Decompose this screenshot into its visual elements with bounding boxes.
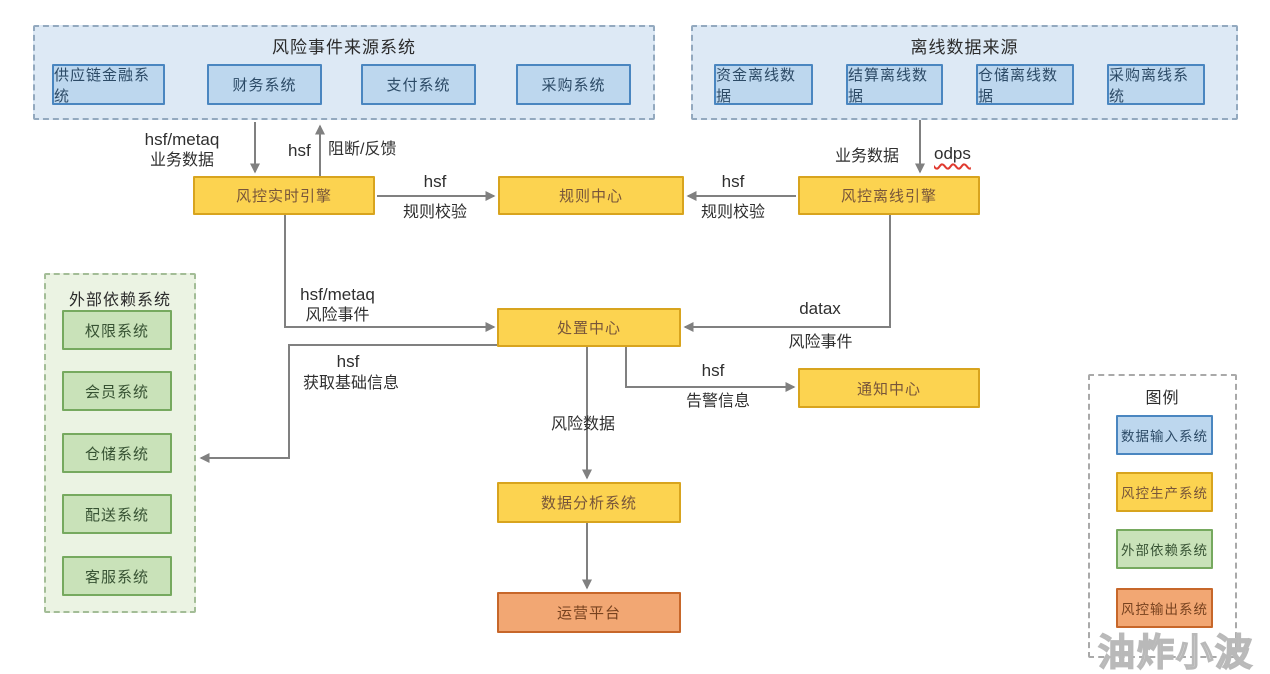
group-title: 离线数据来源 [910,38,1019,57]
procurement-system: 采购系统 [516,64,631,105]
warehouse-system: 仓储系统 [62,433,172,473]
label-realtime-rule-data: 规则校验 [402,204,467,221]
label-realtime-rule-protocol: hsf [423,172,447,191]
legend-item-risk-production: 风控生产系统 [1116,472,1213,512]
group-title: 风险事件来源系统 [272,38,416,57]
label-offline-in-data: 业务数据 [835,148,900,165]
legend-item-external-dependency: 外部依赖系统 [1116,529,1213,569]
legend-item-risk-output: 风控输出系统 [1116,588,1213,628]
supply-chain-finance-system: 供应链金融系统 [52,64,165,105]
delivery-system: 配送系统 [62,494,172,534]
label-offline-rule-data: 规则校验 [700,204,765,221]
member-system: 会员系统 [62,371,172,411]
label-offline-in-protocol: odps [934,144,971,163]
label-risk-data: 风险数据 [551,416,616,433]
settlement-offline-data: 结算离线数据 [846,64,943,105]
operations-platform: 运营平台 [497,592,681,633]
label-alert-protocol: hsf [701,361,725,380]
watermark: 油炸小波 [1097,631,1254,674]
label-protocol: hsf/metaq [300,285,375,304]
label-block-protocol: hsf [288,141,311,160]
customer-service-system: 客服系统 [62,556,172,596]
label-data: 风险事件 [305,307,370,325]
legend-title: 图例 [1145,390,1180,407]
disposal-center: 处置中心 [497,308,681,347]
label-data: 业务数据 [149,152,214,170]
notification-center: 通知中心 [798,368,980,408]
payment-system: 支付系统 [361,64,476,105]
label-block-data: 阻断/反馈 [328,141,397,158]
label-alert-data: 告警信息 [686,393,751,410]
group-title: 外部依赖系统 [68,292,171,309]
label-offline-rule-protocol: hsf [721,172,745,191]
data-analysis-system: 数据分析系统 [497,482,681,523]
procurement-offline-system: 采购离线系统 [1107,64,1205,105]
finance-system: 财务系统 [207,64,322,105]
offline-risk-engine: 风控离线引擎 [798,176,980,215]
label-realtime-event: hsf/metaq 风险事件 [290,284,385,327]
label-basic-info-protocol: hsf [336,352,360,371]
legend-item-data-input: 数据输入系统 [1116,415,1213,455]
funds-offline-data: 资金离线数据 [714,64,813,105]
label-offline-event-data: 风险事件 [788,334,853,351]
label-source-to-realtime: hsf/metaq 业务数据 [122,129,242,172]
realtime-risk-engine: 风控实时引擎 [193,176,375,215]
warehouse-offline-data: 仓储离线数据 [976,64,1074,105]
rule-center: 规则中心 [498,176,684,215]
permission-system: 权限系统 [62,310,172,350]
label-offline-event-protocol: datax [799,299,841,318]
label-basic-info-data: 获取基础信息 [303,375,400,392]
label-protocol: hsf/metaq [144,130,220,149]
